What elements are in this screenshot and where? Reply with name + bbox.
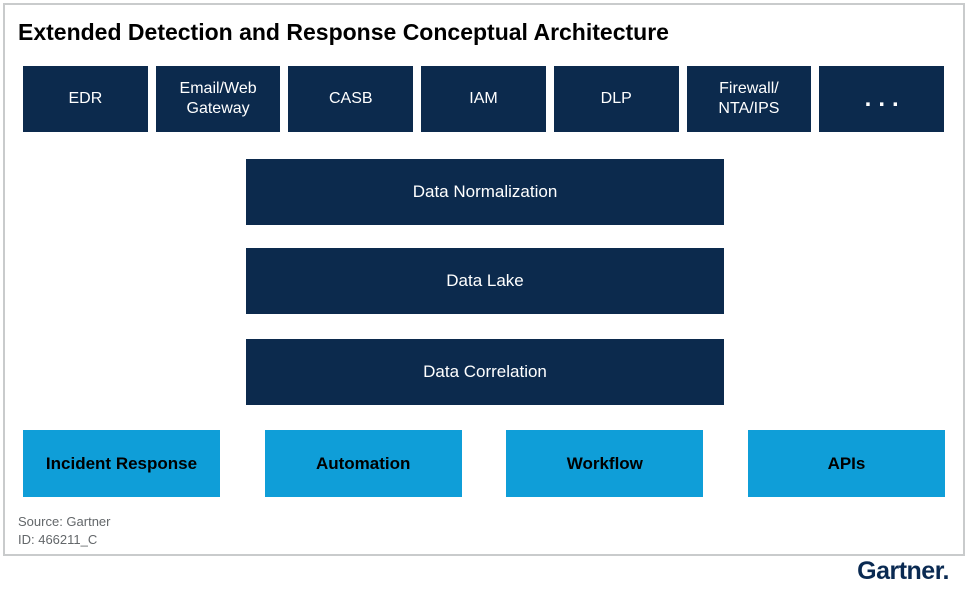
box-firewall-nta-ips-label: Firewall/ NTA/IPS	[718, 80, 780, 117]
box-email-web-gateway-label: Email/Web Gateway	[179, 80, 257, 117]
box-casb: CASB	[288, 66, 414, 132]
box-firewall-nta-ips: Firewall/ NTA/IPS	[686, 66, 812, 132]
capability-boxes-row: Incident Response Automation Workflow AP…	[23, 430, 945, 497]
box-data-correlation: Data Correlation	[246, 339, 724, 405]
box-data-lake-label: Data Lake	[446, 271, 524, 290]
box-edr-label: EDR	[68, 90, 103, 108]
box-automation-label: Automation	[315, 453, 411, 473]
diagram-frame: Extended Detection and Response Conceptu…	[3, 3, 965, 556]
source-text: Source: Gartner	[18, 514, 111, 529]
source-boxes-row: EDR Email/Web Gateway CASB IAM DLP Firew…	[23, 66, 945, 132]
box-workflow-label: Workflow	[566, 453, 643, 473]
box-dlp: DLP	[553, 66, 679, 132]
box-apis: APIs	[747, 430, 945, 497]
box-edr: EDR	[23, 66, 148, 132]
box-casb-label: CASB	[329, 90, 373, 108]
gartner-logo: Gartner.	[857, 557, 949, 585]
box-iam: IAM	[421, 66, 546, 132]
box-data-normalization-label: Data Normalization	[412, 182, 558, 201]
box-more-sources: ...	[819, 66, 945, 132]
box-apis-label: APIs	[827, 453, 866, 473]
box-data-correlation-label: Data Correlation	[423, 362, 547, 381]
box-data-normalization: Data Normalization	[246, 159, 724, 225]
box-iam-label: IAM	[469, 90, 498, 108]
box-workflow: Workflow	[506, 430, 704, 497]
id-text: ID: 466211_C	[18, 532, 98, 547]
box-automation: Automation	[264, 430, 462, 497]
box-email-web-gateway: Email/Web Gateway	[155, 66, 281, 132]
box-incident-response: Incident Response	[23, 430, 220, 497]
box-dlp-label: DLP	[600, 90, 632, 108]
footer-note: Source: Gartner ID: 466211_C	[18, 513, 111, 549]
ellipsis-label: ...	[864, 85, 906, 113]
box-incident-response-label: Incident Response	[45, 453, 198, 473]
page-title: Extended Detection and Response Conceptu…	[18, 19, 669, 45]
box-data-lake: Data Lake	[246, 248, 724, 314]
